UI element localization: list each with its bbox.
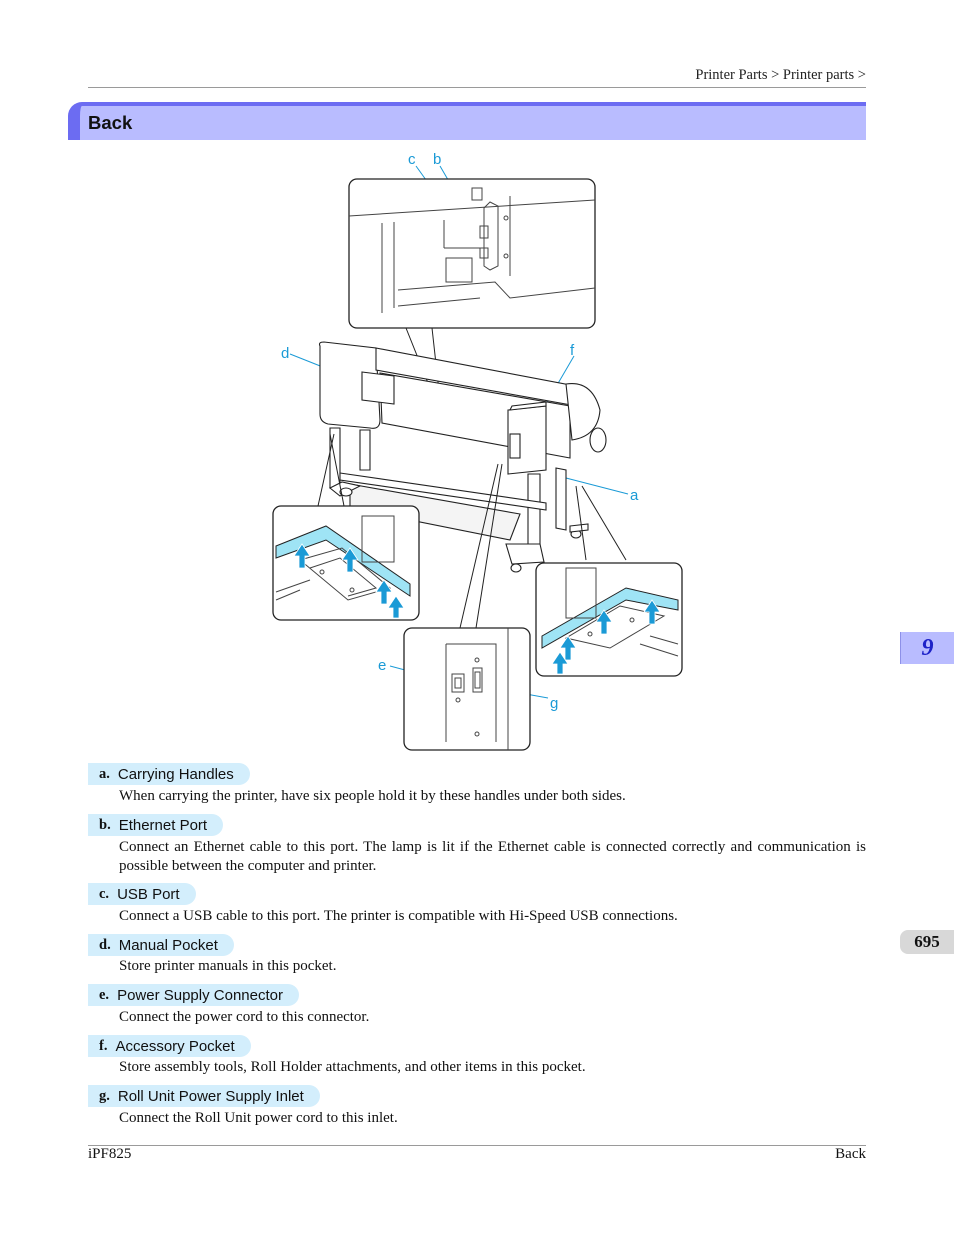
item-tab-accessory-pocket: f. Accessory Pocket bbox=[88, 1035, 251, 1057]
item-desc-roll-unit-power-supply-inlet: Connect the Roll Unit power cord to this… bbox=[119, 1110, 398, 1126]
footer-rule bbox=[88, 1145, 866, 1146]
item-letter: a. bbox=[99, 765, 110, 782]
item-desc-accessory-pocket: Store assembly tools, Roll Holder attach… bbox=[119, 1059, 586, 1075]
item-letter: c. bbox=[99, 885, 110, 902]
page-number-tab: 695 bbox=[900, 930, 954, 954]
item-title: Roll Unit Power Supply Inlet bbox=[117, 1087, 304, 1105]
section-header: Back bbox=[68, 102, 866, 140]
item-tab-manual-pocket: d. Manual Pocket bbox=[88, 934, 234, 956]
inset-right-handles bbox=[535, 562, 683, 677]
item-title: Accessory Pocket bbox=[115, 1037, 235, 1055]
item-desc-ethernet-port: Connect an Ethernet cable to this port. … bbox=[119, 839, 866, 874]
footer-model: iPF825 bbox=[88, 1146, 132, 1162]
section-title: Back bbox=[88, 112, 133, 133]
item-title: Power Supply Connector bbox=[117, 986, 283, 1004]
item-desc-usb-port: Connect a USB cable to this port. The pr… bbox=[119, 908, 678, 924]
item-desc-power-supply-connector: Connect the power cord to this connector… bbox=[119, 1009, 370, 1025]
item-letter: f. bbox=[99, 1037, 108, 1054]
callout-c: c bbox=[408, 151, 416, 168]
breadcrumb: Printer Parts > Printer parts > bbox=[695, 67, 866, 83]
callout-g: g bbox=[550, 695, 558, 712]
item-title: Ethernet Port bbox=[118, 816, 208, 834]
item-letter: d. bbox=[99, 936, 111, 953]
inset-power-connectors bbox=[403, 627, 531, 751]
power-socket-icon bbox=[451, 673, 465, 693]
inset-pointers bbox=[317, 433, 627, 629]
item-tab-carrying-handles: a. Carrying Handles bbox=[88, 763, 250, 785]
callout-e: e bbox=[378, 657, 386, 674]
chapter-tab[interactable]: 9 bbox=[900, 632, 954, 664]
item-letter: g. bbox=[99, 1087, 110, 1104]
item-letter: e. bbox=[99, 986, 110, 1003]
item-tab-power-supply-connector: e. Power Supply Connector bbox=[88, 984, 299, 1006]
item-title: USB Port bbox=[117, 885, 180, 903]
item-desc-carrying-handles: When carrying the printer, have six peop… bbox=[119, 788, 626, 804]
item-title: Carrying Handles bbox=[117, 765, 234, 783]
printer-back-figure: c b d f a e g bbox=[270, 148, 690, 753]
item-tab-ethernet-port: b. Ethernet Port bbox=[88, 814, 224, 836]
lift-arrow-icon bbox=[551, 599, 661, 675]
callout-f: f bbox=[570, 342, 575, 359]
item-tab-roll-unit-power-supply-inlet: g. Roll Unit Power Supply Inlet bbox=[88, 1085, 320, 1107]
item-desc-manual-pocket: Store printer manuals in this pocket. bbox=[119, 958, 337, 974]
item-title: Manual Pocket bbox=[118, 936, 218, 954]
inset-rear-panel bbox=[348, 178, 596, 419]
printer-back-illustration: c b d f a e g bbox=[272, 151, 683, 751]
inlet-socket-icon bbox=[472, 667, 483, 693]
inset-left-handles bbox=[272, 505, 420, 621]
footer-section: Back bbox=[835, 1146, 866, 1162]
header-rule bbox=[88, 87, 866, 88]
callout-b: b bbox=[433, 151, 441, 168]
item-letter: b. bbox=[99, 816, 111, 833]
printer-body bbox=[318, 341, 607, 573]
callout-d: d bbox=[281, 345, 289, 362]
item-tab-usb-port: c. USB Port bbox=[88, 883, 196, 905]
lift-arrow-icon bbox=[293, 543, 405, 619]
callout-a: a bbox=[630, 487, 639, 504]
